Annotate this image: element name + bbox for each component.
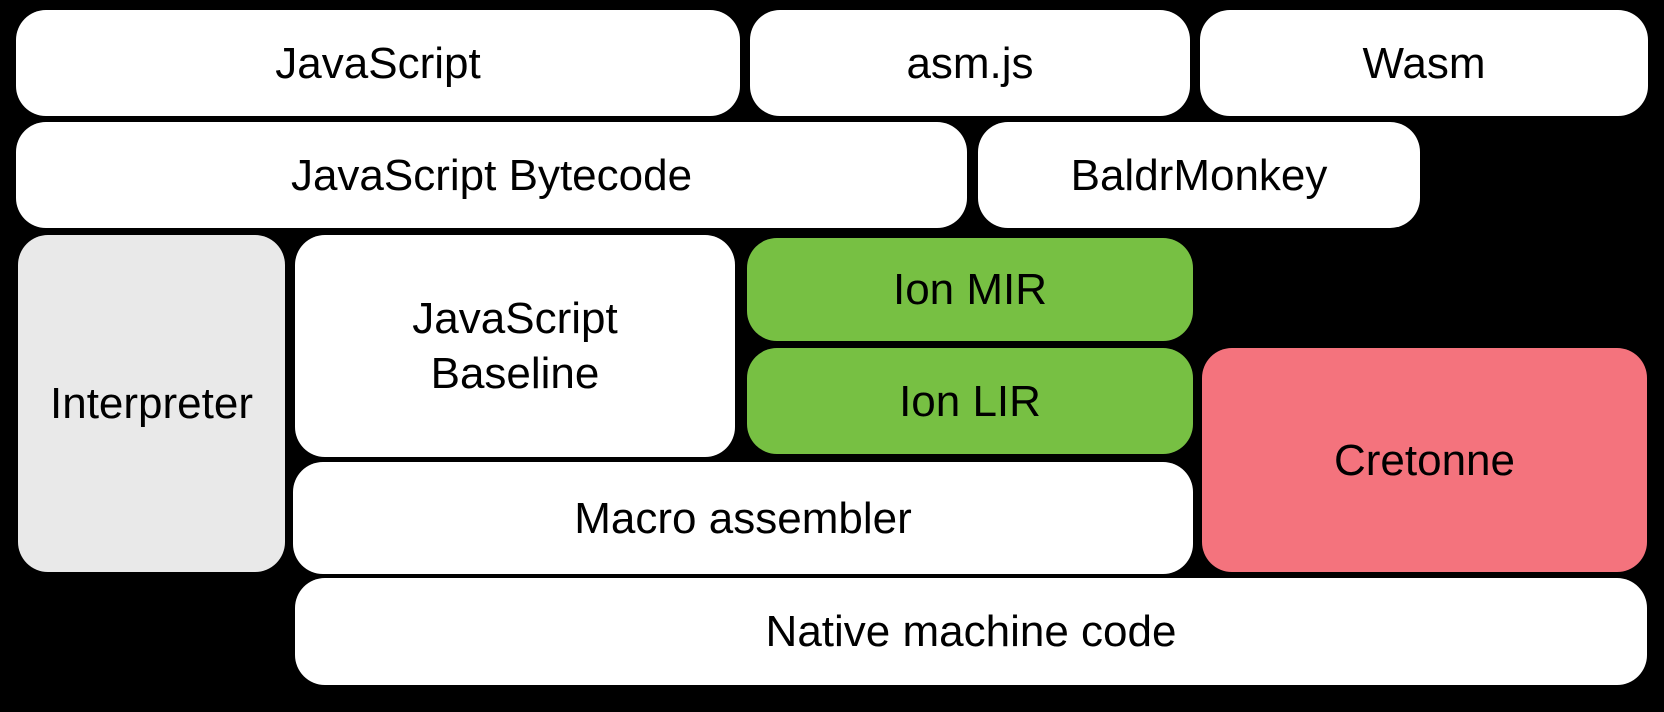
box-ion-lir: Ion LIR [747,348,1193,454]
box-interpreter: Interpreter [18,235,285,572]
box-ion-mir: Ion MIR [747,238,1193,341]
box-baldrmonkey: BaldrMonkey [978,122,1420,228]
box-macro-assembler: Macro assembler [293,462,1193,574]
box-cretonne: Cretonne [1202,348,1647,572]
box-javascript-bytecode: JavaScript Bytecode [16,122,967,228]
box-javascript-baseline: JavaScript Baseline [295,235,735,457]
box-asmjs: asm.js [750,10,1190,116]
box-wasm: Wasm [1200,10,1648,116]
box-native-machine-code: Native machine code [295,578,1647,685]
box-javascript: JavaScript [16,10,740,116]
